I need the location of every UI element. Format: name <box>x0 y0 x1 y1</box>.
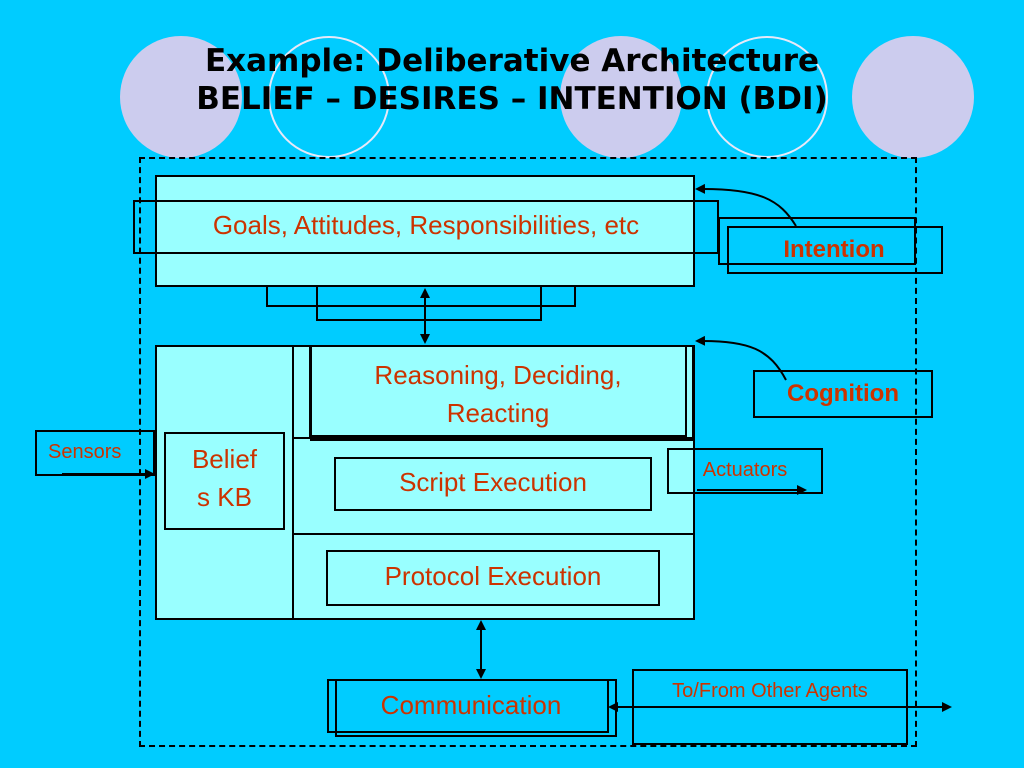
reasoning-line-1: Reasoning, Deciding, <box>374 360 622 390</box>
title-line-1: Example: Deliberative Architecture <box>204 43 820 79</box>
intention-arrow <box>695 183 797 227</box>
script-execution-label: Script Execution <box>399 467 587 497</box>
script-execution-box <box>334 457 652 511</box>
cognition-label: Cognition <box>787 380 899 407</box>
beliefs-line-2: s KB <box>197 482 252 512</box>
reasoning-box <box>309 345 687 437</box>
decor-circle-5 <box>852 36 974 158</box>
cognition-box <box>753 370 933 418</box>
other-agents-label: To/From Other Agents <box>672 680 868 702</box>
protocol-execution-label: Protocol Execution <box>384 561 602 591</box>
intention-box-back <box>718 217 916 265</box>
intention-box <box>727 226 943 274</box>
communication-label: Communication <box>380 690 562 720</box>
script-row <box>292 437 695 535</box>
slide-title: Example: Deliberative Architecture BELIE… <box>0 42 1024 118</box>
title-line-2: BELIEF – DESIRES – INTENTION (BDI) <box>196 81 828 117</box>
reasoning-label: Reasoning, Deciding, Reacting <box>309 356 687 432</box>
intention-label: Intention <box>783 236 885 263</box>
agent-boundary <box>139 157 917 747</box>
beliefs-kb-label: Belief s KB <box>164 440 285 516</box>
decor-circle-3 <box>560 36 682 158</box>
actuators-box <box>667 448 823 494</box>
goals-block <box>155 175 695 287</box>
beliefs-kb-box <box>164 432 285 530</box>
reasoning-line-2: Reacting <box>446 398 550 428</box>
beliefs-line-1: Belief <box>191 444 258 474</box>
decor-circle-1 <box>120 36 242 158</box>
cognition-arrow <box>695 335 787 381</box>
protocol-execution-box <box>326 550 660 606</box>
actuators-label: Actuators <box>702 459 788 481</box>
goals-label: Goals, Attitudes, Responsibilities, etc <box>212 210 640 240</box>
sensors-label: Sensors <box>48 441 122 463</box>
